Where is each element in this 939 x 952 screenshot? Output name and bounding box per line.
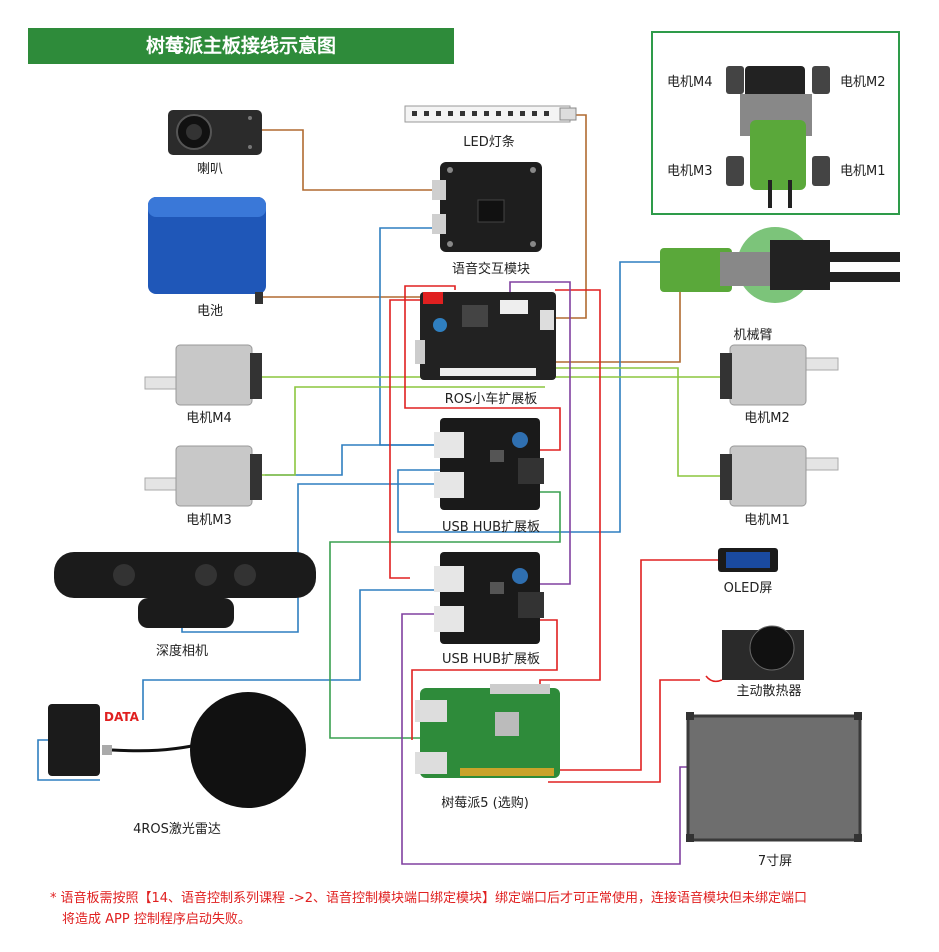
wire-m1 xyxy=(545,367,720,477)
footnote-line-2: 将造成 APP 控制程序启动失败。 xyxy=(62,912,251,927)
wire-screen-2 xyxy=(401,613,690,865)
wire-arm-usb xyxy=(397,261,660,533)
led-strip-label: LED灯条 xyxy=(463,135,515,150)
wire-screen xyxy=(509,281,571,585)
screen-label: 7寸屏 xyxy=(757,854,793,869)
wire-lidar xyxy=(142,589,440,720)
wire-usb2-pi xyxy=(411,619,558,740)
battery-label: 电池 xyxy=(196,304,224,319)
ros-board-icon xyxy=(415,292,556,380)
footnote: *语音板需按照【14、语音控制系列课程 ->2、语音控制模块端口绑定模块】绑定端… xyxy=(50,888,910,930)
lidar-data-label: DATA xyxy=(104,710,139,724)
wire-ros-pi-1 xyxy=(389,299,430,579)
robot-arm-label: 机械臂 xyxy=(733,328,773,343)
battery-icon xyxy=(148,197,266,304)
voice-module-label: 语音交互模块 xyxy=(451,262,531,277)
car-m2-label: 电机M2 xyxy=(840,75,886,90)
speaker-icon xyxy=(168,110,262,155)
wire-m3-usb xyxy=(265,444,440,476)
lidar-label: 4ROS激光雷达 xyxy=(133,822,221,837)
motor-m1-right-icon xyxy=(720,445,839,507)
car-m1-label: 电机M1 xyxy=(840,164,886,179)
usb-hub-1-icon xyxy=(434,418,544,510)
screen-icon xyxy=(686,712,862,842)
footnote-line-1: 语音板需按照【14、语音控制系列课程 ->2、语音控制模块端口绑定模块】绑定端口… xyxy=(60,891,808,906)
motor-m2-right-icon xyxy=(720,344,839,406)
usb-hub-2-icon xyxy=(434,552,544,644)
wire-ros-usb xyxy=(404,285,561,451)
car-top-view-frame xyxy=(651,31,900,215)
car-top-view-icon xyxy=(726,66,830,208)
robot-arm-icon xyxy=(660,227,900,303)
usb-hub-1-label: USB HUB扩展板 xyxy=(441,520,541,535)
wire-cooler xyxy=(548,679,700,783)
car-m3-label: 电机M3 xyxy=(667,164,713,179)
voice-module-icon xyxy=(432,162,542,252)
wire-camera xyxy=(181,483,440,633)
cooler-icon xyxy=(705,625,804,683)
raspberry-pi-icon xyxy=(415,684,560,778)
wire-arm xyxy=(548,279,681,363)
car-m4-label: 电机M4 xyxy=(667,75,713,90)
motor-m4-left-label: 电机M4 xyxy=(186,411,232,426)
cooler-label: 主动散热器 xyxy=(736,684,802,699)
wire-m3 xyxy=(262,386,545,476)
usb-hub-2-label: USB HUB扩展板 xyxy=(441,652,541,667)
wire-speaker xyxy=(262,129,440,191)
ros-board-label: ROS小车扩展板 xyxy=(444,392,538,407)
depth-camera-label: 深度相机 xyxy=(155,644,209,659)
led-strip-icon xyxy=(404,105,577,123)
lidar-icon xyxy=(48,692,306,808)
asterisk-icon: * xyxy=(50,891,57,906)
wire-ros-pi-2 xyxy=(539,289,601,690)
page-title: 树莓派主板接线示意图 xyxy=(28,28,454,64)
motor-m3-left-icon xyxy=(144,445,262,507)
motor-m3-left-label: 电机M3 xyxy=(186,513,232,528)
depth-camera-icon xyxy=(54,552,316,628)
wire-usb-pi xyxy=(329,491,561,739)
wire-oled xyxy=(548,559,718,771)
oled-label: OLED屏 xyxy=(723,581,773,596)
oled-icon xyxy=(718,548,778,572)
motor-m1-right-label: 电机M1 xyxy=(744,513,790,528)
raspberry-pi-label: 树莓派5 (选购) xyxy=(441,796,529,811)
speaker-label: 喇叭 xyxy=(196,162,224,177)
motor-m2-right-label: 电机M2 xyxy=(744,411,790,426)
motor-m4-left-icon xyxy=(144,344,262,406)
